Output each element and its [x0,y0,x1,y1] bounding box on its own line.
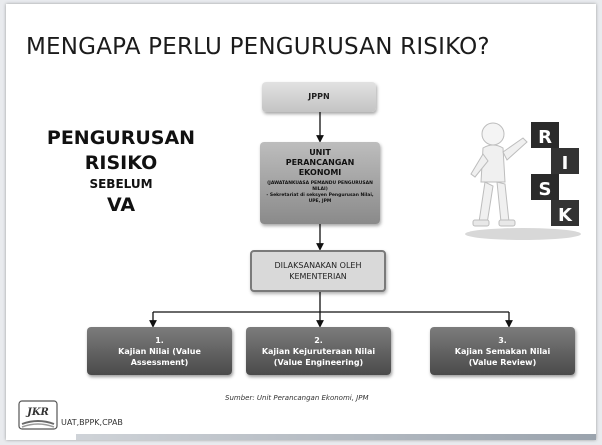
side-heading-line4: VA [106,194,136,216]
study-number: 1. [155,335,164,345]
study-number: 3. [498,335,507,345]
side-heading-line3: SEBELUM [89,177,153,191]
study-line1: Kajian Kejuruteraan Nilai [261,346,376,356]
study-line1: Kajian Nilai (Value [118,346,201,356]
slide: MENGAPA PERLU PENGURUSAN RISIKO? PENGURU… [6,4,596,440]
footer-bar [76,434,596,440]
unit-note2: - Sekretariat di seksyen Pengurusan Nila… [266,193,374,204]
person-stacking-risk-blocks-icon: R I S K [465,122,581,240]
risk-letter-k: K [558,205,573,226]
study-number: 2. [314,335,323,345]
ministry-line2: KEMENTERIAN [289,272,347,281]
side-heading: PENGURUSAN RISIKO SEBELUM VA [46,126,196,217]
study-box-value-assessment: 1. Kajian Nilai (Value Assessment) [87,327,232,375]
unit-note1: (JAWATANKUASA PEMANDU PENGURUSAN NILAI) [267,181,373,192]
slide-title: MENGAPA PERLU PENGURUSAN RISIKO? [26,34,490,60]
ministry-line1: DILAKSANAKAN OLEH [274,261,362,270]
footer-org: UAT,BPPK,CPAB [61,418,123,427]
org-chart-connectors [149,112,513,328]
jkr-logo-icon: JKR [18,400,58,430]
ministry-box: DILAKSANAKAN OLEH KEMENTERIAN [250,250,386,292]
risk-letter-s: S [539,179,552,200]
side-heading-line2: RISIKO [84,152,158,174]
risk-letter-i: I [562,153,569,174]
unit-line2: PERANCANGAN [285,158,355,167]
study-line2: (Value Review) [468,357,537,367]
study-line2: Assessment) [130,357,189,367]
study-box-value-engineering: 2. Kajian Kejuruteraan Nilai (Value Engi… [246,327,391,375]
study-line1: Kajian Semakan Nilai [454,346,551,356]
risk-letter-r: R [538,127,552,148]
side-heading-line1: PENGURUSAN [46,127,196,149]
jppn-box: JPPN [262,82,376,112]
study-line2: (Value Engineering) [273,357,364,367]
unit-line3: EKONOMI [298,168,342,177]
source-note: Sumber: Unit Perancangan Ekonomi, JPM [225,394,369,402]
unit-perancangan-box: UNIT PERANCANGAN EKONOMI (JAWATANKUASA P… [260,142,380,224]
study-box-value-review: 3. Kajian Semakan Nilai (Value Review) [430,327,575,375]
unit-line1: UNIT [309,148,331,157]
logo-text: JKR [25,407,49,418]
